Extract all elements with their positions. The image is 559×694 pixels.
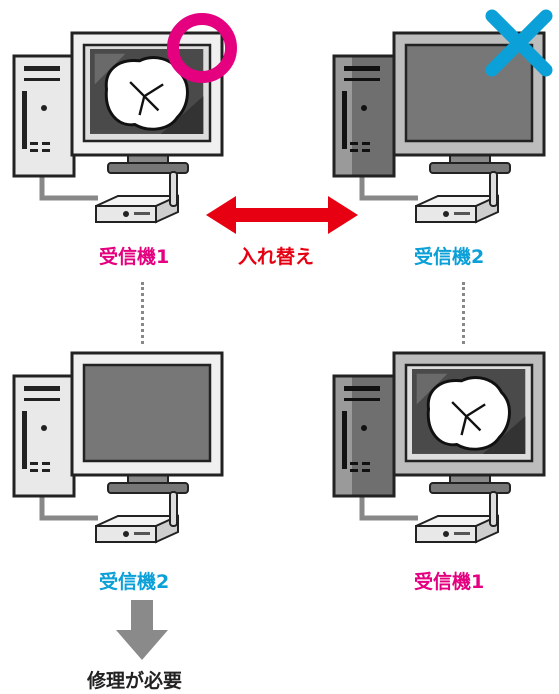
receiver [415, 171, 499, 223]
pc-set-top-right [332, 31, 546, 223]
receiver-2-top-label: 受信機2 [414, 246, 485, 268]
swap-label: 入れ替え [238, 246, 315, 268]
ok-circle-icon [167, 13, 237, 83]
double-arrow-icon [206, 196, 358, 234]
pc-tower [332, 54, 396, 178]
down-arrow-icon [116, 600, 168, 660]
repair-needed-label: 修理が必要 [87, 670, 183, 692]
pc-set-bottom-left [12, 351, 224, 543]
pc-set-bottom-right [332, 351, 546, 543]
monitor [70, 351, 224, 494]
monitor [392, 31, 546, 174]
monitor [392, 351, 546, 494]
ng-cross-icon [485, 9, 553, 77]
dotted-connector-right [462, 282, 465, 344]
receiver [415, 491, 499, 543]
receiver-1-bottom-label: 受信機1 [414, 571, 485, 593]
dotted-connector-left [141, 282, 144, 344]
receiver-2-bottom-label: 受信機2 [99, 571, 170, 593]
receiver-1-top-label: 受信機1 [99, 246, 170, 268]
pc-tower [332, 374, 396, 498]
monitor [70, 31, 224, 174]
pc-set-top-left [12, 31, 224, 223]
